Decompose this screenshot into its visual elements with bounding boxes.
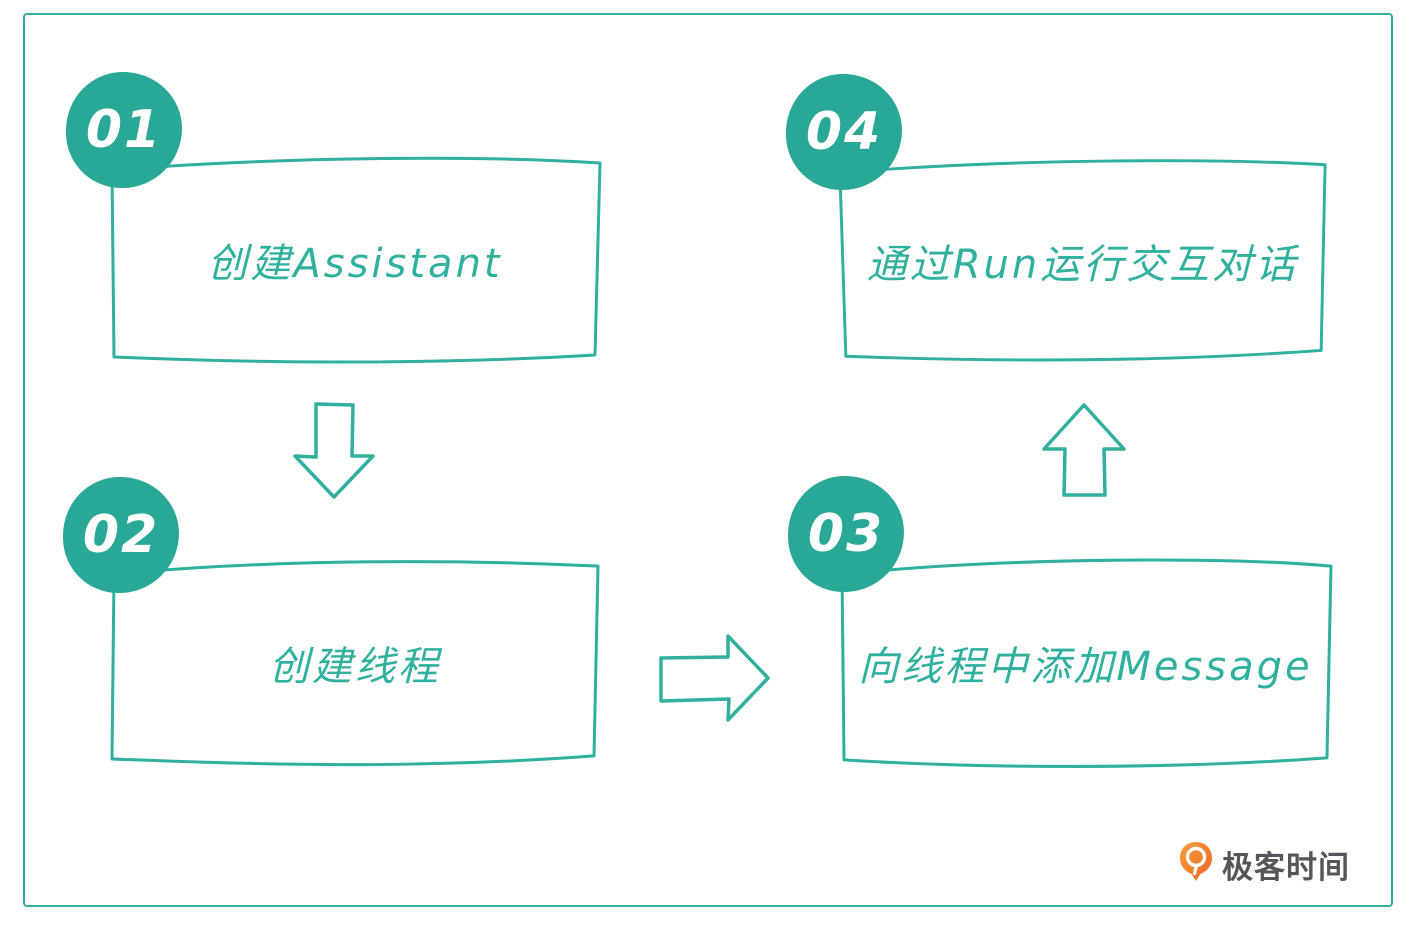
sketch-rectangle xyxy=(110,560,600,767)
brand-logo: 极客时间 xyxy=(1178,840,1350,888)
outer-border xyxy=(23,13,1393,907)
sketch-rectangle xyxy=(838,159,1327,362)
step-box-04: 通过Run运行交互对话 xyxy=(830,153,1335,368)
step-label-03: 向线程中添加Message xyxy=(858,644,1313,690)
geektime-q-pin-icon xyxy=(1180,842,1212,881)
step-box-02: 创建线程 xyxy=(100,552,610,773)
arrow-up-icon xyxy=(1042,403,1126,497)
arrow-down-icon xyxy=(293,402,375,499)
step-number: 01 xyxy=(85,100,163,160)
sketch-rectangle xyxy=(110,156,602,364)
brand-logo-text: 极客时间 xyxy=(1222,849,1350,886)
sketch-rectangle xyxy=(840,558,1333,768)
step-number: 03 xyxy=(807,504,885,564)
step-label-02: 创建线程 xyxy=(269,643,441,690)
step-number-badge-02: 02 xyxy=(63,477,179,593)
step-box-03: 向线程中添加Message xyxy=(830,552,1341,774)
step-number: 02 xyxy=(82,505,160,565)
step-number-badge-01: 01 xyxy=(66,72,182,188)
step-label-04: 通过Run运行交互对话 xyxy=(866,241,1299,288)
step-label-01: 创建Assistant xyxy=(207,241,503,287)
step-number-badge-04: 04 xyxy=(786,74,902,190)
step-box-01: 创建Assistant xyxy=(100,150,610,370)
step-number: 04 xyxy=(805,102,883,162)
step-number-badge-03: 03 xyxy=(788,476,904,592)
arrow-right-icon xyxy=(659,634,770,722)
